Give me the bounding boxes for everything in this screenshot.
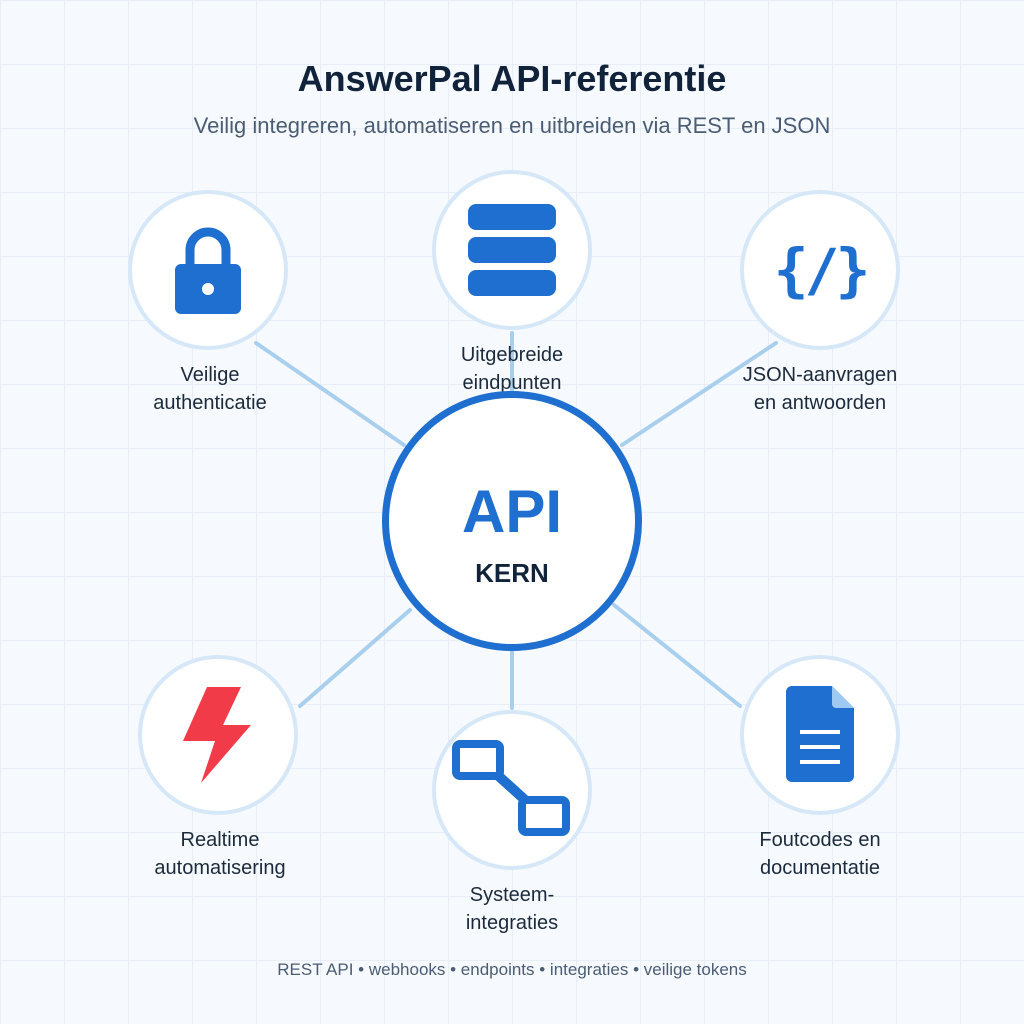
connector-auth [254,341,406,447]
page-subtitle: Veilig integreren, automatiseren en uitb… [193,113,831,138]
node-integrations [432,710,592,870]
node-automation [138,655,298,815]
node-json: {/} [740,190,900,350]
link-chain-icon [452,740,570,836]
connector-json [620,341,778,447]
node-endpoints [432,170,592,330]
page-title: AnswerPal API-referentie [297,58,727,99]
connector-docs [612,603,742,708]
node-docs [740,655,900,815]
core-subtitle: KERN [475,558,549,588]
lightning-bolt-icon [183,687,251,783]
core-title: API [461,478,563,545]
node-integrations-label: Systeem-integraties [465,884,559,934]
node-auth [128,190,288,350]
api-core: API KERN [382,391,642,651]
document-icon [786,686,854,782]
database-stack-icon [468,204,556,296]
footer-tags: REST API • webhooks • endpoints • integr… [277,960,747,979]
padlock-icon [175,227,241,314]
code-braces-icon: {/} [773,236,871,304]
connector-automation [298,608,412,708]
